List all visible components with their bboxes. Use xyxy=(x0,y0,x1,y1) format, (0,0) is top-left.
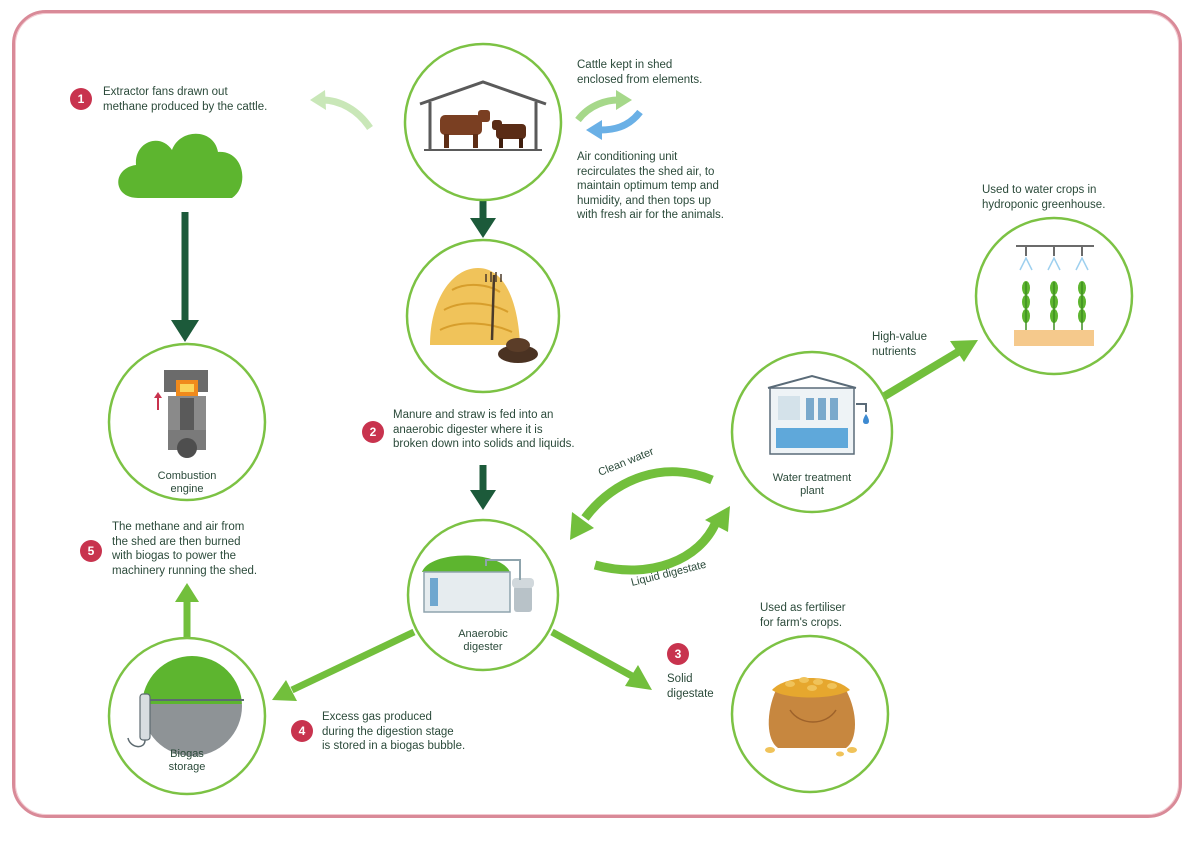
step-1-text: Extractor fans drawn out methane produce… xyxy=(103,86,268,113)
methane-cloud-icon xyxy=(118,133,243,198)
arrow-digester-to-biogas xyxy=(272,628,416,701)
cattle-shed-icon xyxy=(419,80,547,151)
step-3-text: Solid digestate xyxy=(667,673,714,700)
step-4-text: Excess gas produced during the digestion… xyxy=(322,711,466,752)
hay-and-manure-icon xyxy=(430,268,538,363)
grain-sack-icon xyxy=(765,677,857,757)
step-2-text: Manure and straw is fed into an anaerobi… xyxy=(393,409,575,450)
hydroponic-greenhouse-icon xyxy=(1014,245,1094,346)
arrow-shed-to-hay xyxy=(470,200,496,238)
arrow-cloud-to-engine xyxy=(171,212,199,342)
nutrients-note: High-value nutrients xyxy=(872,331,927,358)
arrow-digester-to-fertiliser xyxy=(550,628,652,690)
combustion-engine-icon xyxy=(154,370,208,458)
engine-label: Combustion engine xyxy=(157,470,217,495)
step-5-text: The methane and air from the shed are th… xyxy=(112,521,258,577)
arrow-biogas-to-engine xyxy=(175,583,199,637)
step-badge: 4 xyxy=(291,720,313,742)
step-badge: 5 xyxy=(80,540,102,562)
water-plant-label: Water treatment plant xyxy=(772,472,852,497)
water-treatment-icon xyxy=(767,374,869,455)
cattle-note: Cattle kept in shed enclosed from elemen… xyxy=(577,59,703,86)
arrow-methane-out xyxy=(310,90,373,131)
arrow-liquid-digestate xyxy=(593,506,730,575)
anaerobic-digester-icon xyxy=(422,555,534,613)
air-exchange-arrows xyxy=(575,90,643,140)
air-conditioning-note: Air conditioning unit recirculates the s… xyxy=(577,151,725,221)
step-badge: 2 xyxy=(362,421,384,443)
fertiliser-note: Used as fertiliser for farm's crops. xyxy=(760,602,846,629)
arrow-water-plant-to-greenhouse xyxy=(875,340,978,404)
greenhouse-note: Used to water crops in hydroponic greenh… xyxy=(982,184,1106,211)
arrow-hay-to-digester xyxy=(470,465,496,510)
diagram-frame xyxy=(12,10,1182,818)
arrow-clean-water xyxy=(570,467,714,540)
biogas-label: Biogas storage xyxy=(168,748,206,773)
step-badge: 3 xyxy=(667,643,689,665)
step-badge: 1 xyxy=(70,88,92,110)
digester-label: Anaerobic digester xyxy=(458,628,508,653)
